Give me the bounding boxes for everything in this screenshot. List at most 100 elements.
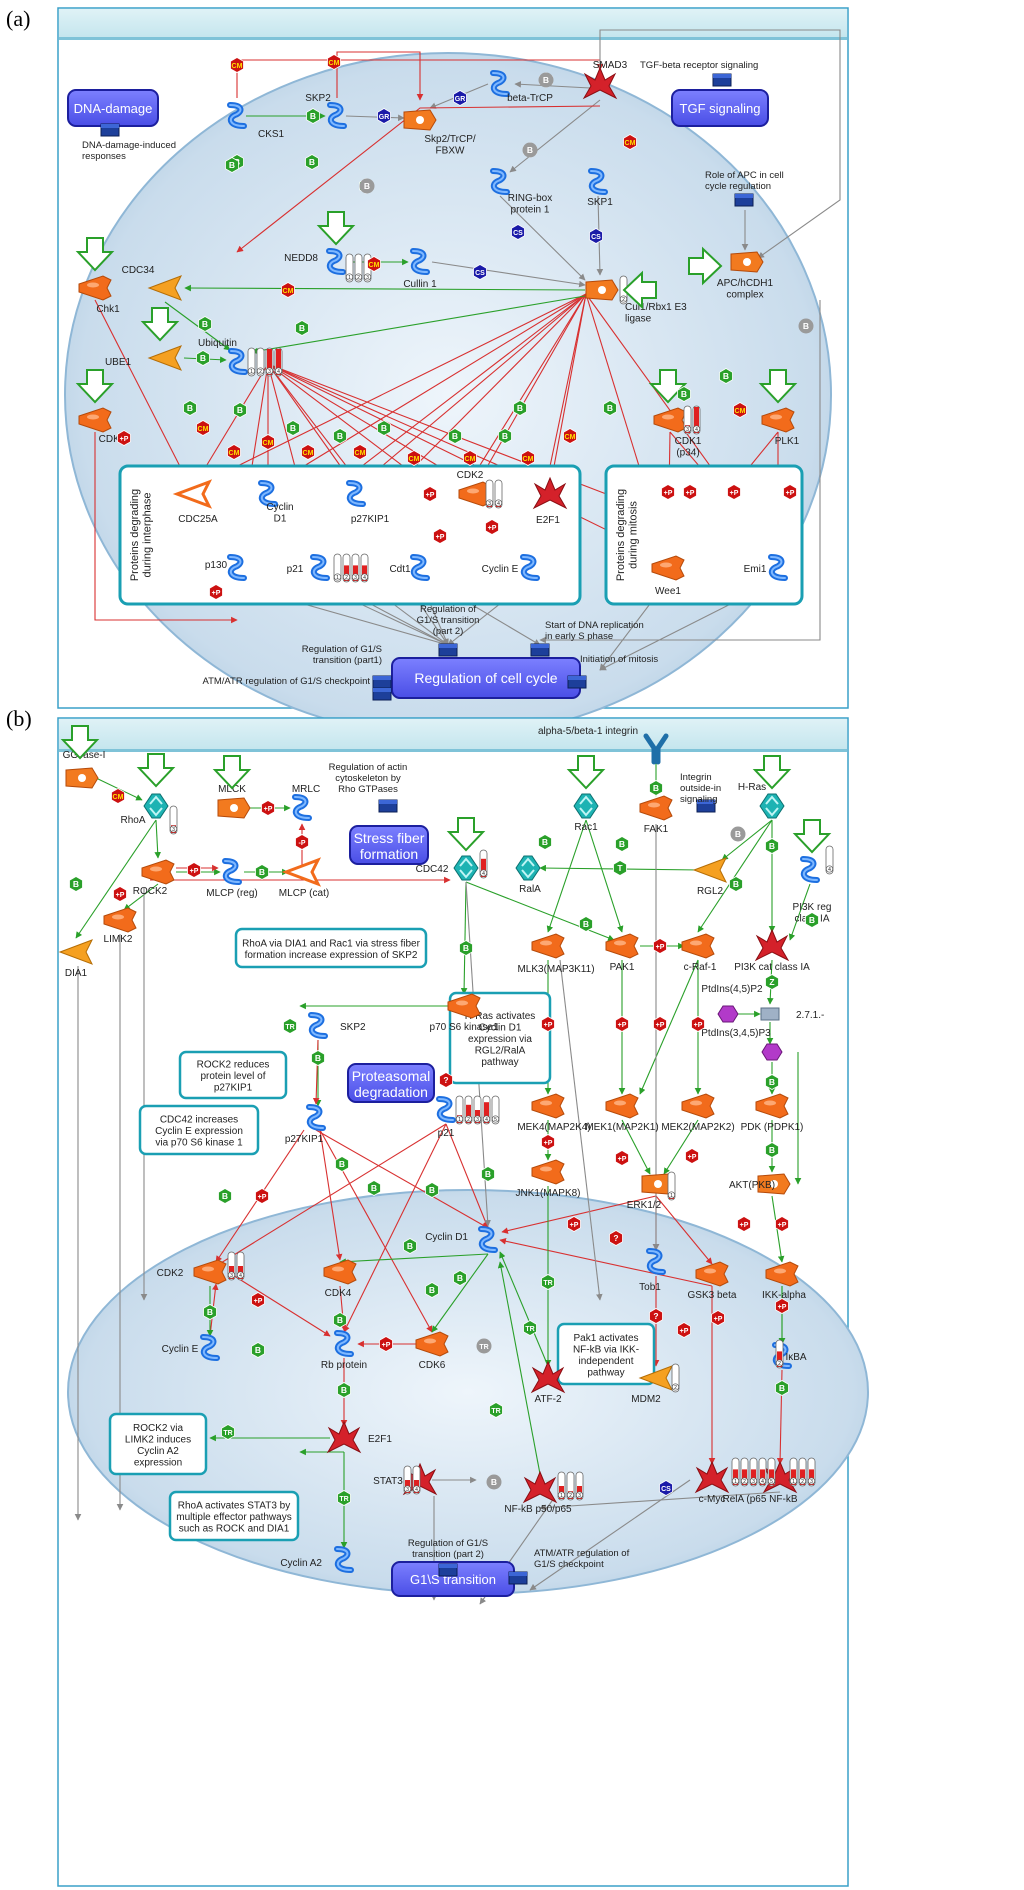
node-mek4-map2k4[interactable]: MEK4(MAP2K4) <box>517 1093 591 1133</box>
node-cyclin-e[interactable]: Cyclin E <box>482 554 540 581</box>
node-ube1[interactable]: UBE1 <box>105 345 183 371</box>
node-plk1[interactable]: PLK1 <box>761 407 800 447</box>
node-akt-pkb[interactable]: AKT(PKB) <box>729 1173 791 1195</box>
node-skp1[interactable]: SKP1 <box>587 168 613 208</box>
effect-badge: CM <box>327 54 341 70</box>
node-cdc25a[interactable]: CDC25A <box>172 479 218 525</box>
node-pi3k-cat-class-ia[interactable]: PI3K cat class IA <box>734 928 810 973</box>
node-pak1[interactable]: PAK1 <box>605 933 639 973</box>
node-jnk1-mapk8[interactable]: JNK1(MAPK8) <box>515 1159 581 1199</box>
mechanism-dna-damage[interactable]: DNA-damage <box>67 89 159 127</box>
map-tgf-beta-receptor-signaling[interactable]: TGF-beta receptor signaling <box>640 60 758 87</box>
node-p21[interactable]: p21 <box>436 1096 456 1139</box>
node-wee1[interactable]: Wee1 <box>651 555 685 597</box>
node-limk2[interactable]: LIMK2 <box>103 907 137 945</box>
node-cullin-1[interactable]: Cullin 1 <box>403 248 437 290</box>
mechanism-tgf-signaling[interactable]: TGF signaling <box>671 89 769 127</box>
node-p70-s6-kinase1[interactable]: p70 S6 kinase1 <box>430 993 499 1033</box>
node-chk1[interactable]: Chk1 <box>78 275 120 315</box>
node-rock2[interactable]: ROCK2 <box>133 859 175 897</box>
node-cdk1-p34[interactable]: CDK1(p34) <box>653 407 702 459</box>
node-cdc34[interactable]: CDC34 <box>122 265 183 301</box>
node-tob1[interactable]: Tob1 <box>639 1248 666 1293</box>
node-cyclin-a2[interactable]: Cyclin A2 <box>280 1546 354 1573</box>
node-c-raf-1[interactable]: c-Raf-1 <box>681 933 717 973</box>
node-skp2[interactable]: SKP2 <box>305 93 347 129</box>
svg-text:3: 3 <box>268 369 271 375</box>
node-p27kip1[interactable]: p27KIP1 <box>285 1104 326 1145</box>
node-p130[interactable]: p130 <box>205 554 247 581</box>
node-p27kip1[interactable]: p27KIP1 <box>346 480 390 525</box>
node-ggtase-i[interactable]: GGTase-I <box>63 750 106 789</box>
node-e2f1[interactable]: E2F1 <box>532 476 568 526</box>
node-gsk3-beta[interactable]: GSK3 beta <box>688 1261 737 1301</box>
effect-badge: +P <box>737 1216 751 1232</box>
node-e2f1[interactable]: E2F1 <box>326 1420 392 1454</box>
node-cyclin-d1[interactable]: Cyclin D1 <box>425 1226 498 1253</box>
node-p21[interactable]: p21 <box>287 554 330 581</box>
mechanism-regulation-of-cell-cycle[interactable]: Regulation of cell cycle <box>391 657 581 699</box>
node-pdk-pdpk1[interactable]: PDK (PDPK1) <box>741 1093 804 1133</box>
node-cdk4[interactable]: CDK4 <box>323 1259 357 1299</box>
node-ikk-alpha[interactable]: IKK-alpha <box>762 1261 806 1301</box>
node-cdk2[interactable]: CDK2 <box>157 1259 227 1285</box>
node-rhoa[interactable]: RhoA <box>120 793 169 826</box>
effect-badge: +P <box>433 528 447 544</box>
node-rb-protein[interactable]: Rb protein <box>321 1330 367 1371</box>
node-2-7-1[interactable]: 2.7.1.- <box>760 1007 824 1021</box>
node-cks1[interactable]: CKS1 <box>227 102 285 140</box>
node-nedd8[interactable]: NEDD8 <box>284 248 346 275</box>
node-nf-kb-p50-p65[interactable]: NF-kB p50/p65 <box>504 1470 572 1515</box>
node-dia1[interactable]: DIA1 <box>58 939 94 979</box>
node-rgl2[interactable]: RGL2 <box>692 857 728 897</box>
node-atf-2[interactable]: ATF-2 <box>530 1360 566 1405</box>
svg-text:B: B <box>259 867 265 877</box>
node-mlcp-reg[interactable]: MLCP (reg) <box>206 858 258 899</box>
map-initiation-of-mitosis[interactable]: Initiation of mitosis <box>567 654 658 689</box>
effect-badge: B <box>377 420 391 436</box>
node-smad3[interactable]: SMAD3 <box>582 60 628 100</box>
node-cyclin-e[interactable]: Cyclin E <box>162 1334 220 1361</box>
node-ptdins-3-4-5-p3[interactable]: PtdIns(3,4,5)P3 <box>701 1028 783 1061</box>
node-rala[interactable]: RalA <box>515 855 541 895</box>
node-cdc42[interactable]: CDC42 <box>416 855 479 881</box>
node-mlk3-map3k11[interactable]: MLK3(MAP3K11) <box>517 933 595 975</box>
node-cdk4[interactable]: CDK4 <box>78 407 126 445</box>
node-fak1[interactable]: FAK1 <box>639 795 673 835</box>
node-mrlc[interactable]: MRLC <box>292 784 320 821</box>
svg-text:B: B <box>803 321 809 331</box>
node-emi1[interactable]: Emi1 <box>744 554 788 581</box>
node-skp2-trcp-fbxw[interactable]: Skp2/TrCP/FBXW <box>403 109 476 157</box>
node-alpha-5-beta-1-integrin[interactable]: alpha-5/beta-1 integrin <box>538 726 669 765</box>
node-beta-trcp[interactable]: beta-TrCP <box>490 70 553 104</box>
node-skp2[interactable]: SKP2 <box>308 1012 366 1039</box>
node-mek2-map2k2[interactable]: MEK2(MAP2K2) <box>661 1093 735 1133</box>
mechanism-g1-s-transition[interactable]: G1\S transition <box>391 1561 515 1597</box>
node-mlck[interactable]: MLCK <box>217 784 251 819</box>
node-ptdins-4-5-p2[interactable]: PtdIns(4,5)P2 <box>701 984 763 1023</box>
node-c-myc[interactable]: c-Myc <box>694 1460 730 1505</box>
node-cdk6[interactable]: CDK6 <box>415 1331 449 1371</box>
node-h-ras[interactable]: H-Ras <box>738 782 785 819</box>
map-atm-atr-regulation-of-g1-s-checkpoint[interactable]: ATM/ATR regulation of G1/S checkpoint <box>202 676 392 701</box>
node-ubiquitin[interactable]: Ubiquitin <box>198 338 248 375</box>
node-mlcp-cat[interactable]: MLCP (cat) <box>279 857 329 899</box>
node-rac1[interactable]: Rac1 <box>573 793 599 833</box>
node-mek1-map2k1[interactable]: MEK1(MAP2K1) <box>585 1093 659 1133</box>
node-cdt1[interactable]: Cdt1 <box>389 554 430 581</box>
